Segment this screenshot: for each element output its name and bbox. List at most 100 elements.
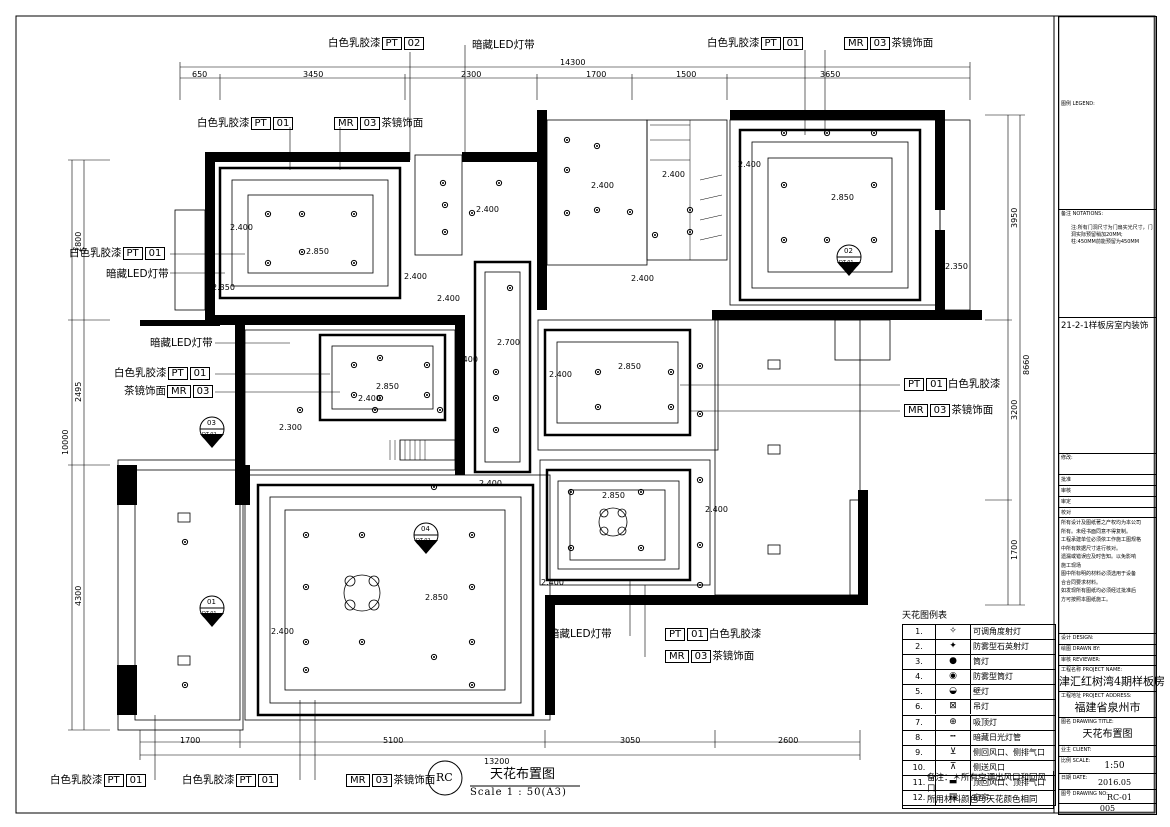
elevation-label: 2.400 <box>738 160 761 169</box>
downlight-icon <box>267 213 269 215</box>
dim-top: 3650 <box>820 70 841 79</box>
downlight-icon <box>826 132 828 134</box>
downlight-icon <box>374 409 376 411</box>
section-marker-ref: DT-02 <box>416 538 431 544</box>
downlight-icon <box>823 236 831 244</box>
downlight-icon <box>376 354 384 362</box>
title-block: 图例 LEGEND: 备注 NOTATIONS: 注:所有门洞尺寸为门扇实光尺寸… <box>1058 16 1165 815</box>
tb-disclaimer-line: 中所有数据尺寸进行核对。 <box>1061 545 1122 552</box>
legend-symbol-icon: ◉ <box>935 670 971 685</box>
tb-disclaimer-line: 工程承建单位必须依工作施工图规格 <box>1061 537 1142 543</box>
legend-note: 备注：＊所有空调出风口和回风口 所用材料颜色与天花颜色相同 <box>902 771 1054 809</box>
downlight-icon <box>426 394 428 396</box>
downlight-icon <box>181 538 189 546</box>
tb-field: 审核 <box>1061 488 1072 494</box>
downlight-icon <box>298 210 306 218</box>
elevation-label: 2.300 <box>279 423 302 432</box>
dim-top: 650 <box>192 70 208 79</box>
dim-left-overall: 10000 <box>61 429 70 455</box>
tb-disclaimer-line: 合合同要求材料。 <box>1061 579 1102 586</box>
elevation-label: 2.850 <box>618 362 641 371</box>
callout-text: 白色乳胶漆 <box>328 37 381 49</box>
ceiling-frames <box>218 128 922 717</box>
tb-disclaimer-line: 图中所标明的材料必须选用于设备 <box>1061 571 1137 577</box>
legend-symbol-icon: ✧ <box>935 625 971 639</box>
downlight-icon <box>696 541 704 549</box>
downlight-icon <box>593 206 601 214</box>
room-outlines <box>117 119 971 731</box>
material-number: 01 <box>687 628 708 641</box>
downlight-icons <box>181 129 878 689</box>
downlight-icon <box>433 486 435 488</box>
downlight-icon <box>667 368 675 376</box>
downlight-icon <box>468 681 476 689</box>
downlight-icon <box>596 209 598 211</box>
legend-symbol-icon: ⊻ <box>935 745 971 760</box>
downlight-icon <box>361 641 363 643</box>
downlight-icon <box>509 287 511 289</box>
elevation-label: 2.400 <box>437 294 460 303</box>
drawing-title-badge: RC <box>436 771 453 784</box>
downlight-icon <box>566 139 568 141</box>
downlight-icon <box>376 394 384 402</box>
dimension-lines-left <box>68 159 110 731</box>
downlight-icon <box>783 184 785 186</box>
material-code: PT <box>103 774 124 787</box>
leader-lines <box>154 45 900 780</box>
section-marker-number: 01 <box>207 598 216 606</box>
material-code: MR <box>334 117 358 130</box>
legend-symbol-icon: ⊼ <box>935 760 971 775</box>
downlight-icon <box>350 210 358 218</box>
tb-revision-label: 修改: <box>1061 455 1073 461</box>
tb-drawing-no-label: 图号 DRAWING NO: <box>1061 791 1108 797</box>
downlight-icon <box>640 491 642 493</box>
downlight-icon <box>597 371 599 373</box>
downlight-icon <box>350 391 358 399</box>
legend-row: 9.⊻侧回风口、侧排气口 <box>903 745 1055 761</box>
elevation-label: 2.400 <box>358 394 381 403</box>
tb-notes-line: 柱:450MM前能预留为450MM <box>1071 239 1140 245</box>
tb-field: 批准 <box>1061 477 1072 483</box>
chandelier-icon <box>343 507 628 612</box>
tb-notes-label: 备注 NOTATIONS: <box>1061 211 1104 217</box>
dim-bottom: 2600 <box>778 736 799 745</box>
downlight-icon <box>442 182 444 184</box>
downlight-icon <box>626 208 634 216</box>
tb-disclaimer-line: 所有。未经书面同意不得复制。 <box>1061 528 1132 535</box>
tb-date: 2016.05 <box>1097 778 1132 787</box>
material-number: 03 <box>359 117 381 130</box>
dimension-lines-top <box>179 62 971 100</box>
downlight-icon <box>654 234 656 236</box>
tb-client-label: 业主 CLIENT: <box>1061 747 1092 753</box>
legend-row: 5.◒壁灯 <box>903 685 1055 701</box>
downlight-icon <box>298 248 306 256</box>
elevation-label: 2.400 <box>591 181 614 190</box>
legend-row: 6.⊠吊灯 <box>903 700 1055 716</box>
legend-name: 可调角度射灯 <box>973 627 1021 636</box>
legend-number: 8. <box>915 732 923 742</box>
callout-text: 白色乳胶漆 <box>50 774 103 786</box>
legend-number: 12. <box>912 793 926 803</box>
downlight-icon <box>495 429 497 431</box>
material-code: MR <box>844 37 868 50</box>
legend-row: 1.✧可调角度射灯 <box>903 625 1055 641</box>
legend-number: 3. <box>915 657 923 667</box>
downlight-icon <box>670 371 672 373</box>
material-number: 01 <box>272 117 294 130</box>
downlight-icon <box>353 213 355 215</box>
section-marker-ref: DT-02 <box>202 432 217 438</box>
legend-number: 4. <box>915 672 923 682</box>
legend-note-line: 所用材料颜色与天花颜色相同 <box>927 795 1038 805</box>
legend-symbol-icon: ✦ <box>935 640 971 655</box>
downlight-icon <box>873 132 875 134</box>
dim-right: 3950 <box>1010 207 1019 228</box>
tb-disclaimer-line: 遗漏或错误应及时告知。以免影响 <box>1061 554 1137 560</box>
tb-field: 校对 <box>1061 510 1072 516</box>
downlight-icon <box>783 239 785 241</box>
callout-bottom-led: 暗藏LED灯带 <box>549 628 612 640</box>
tb-notes-line: 注:所有门洞尺寸为门扇实光尺寸，门 <box>1071 225 1153 231</box>
outdoor-units <box>125 472 137 705</box>
